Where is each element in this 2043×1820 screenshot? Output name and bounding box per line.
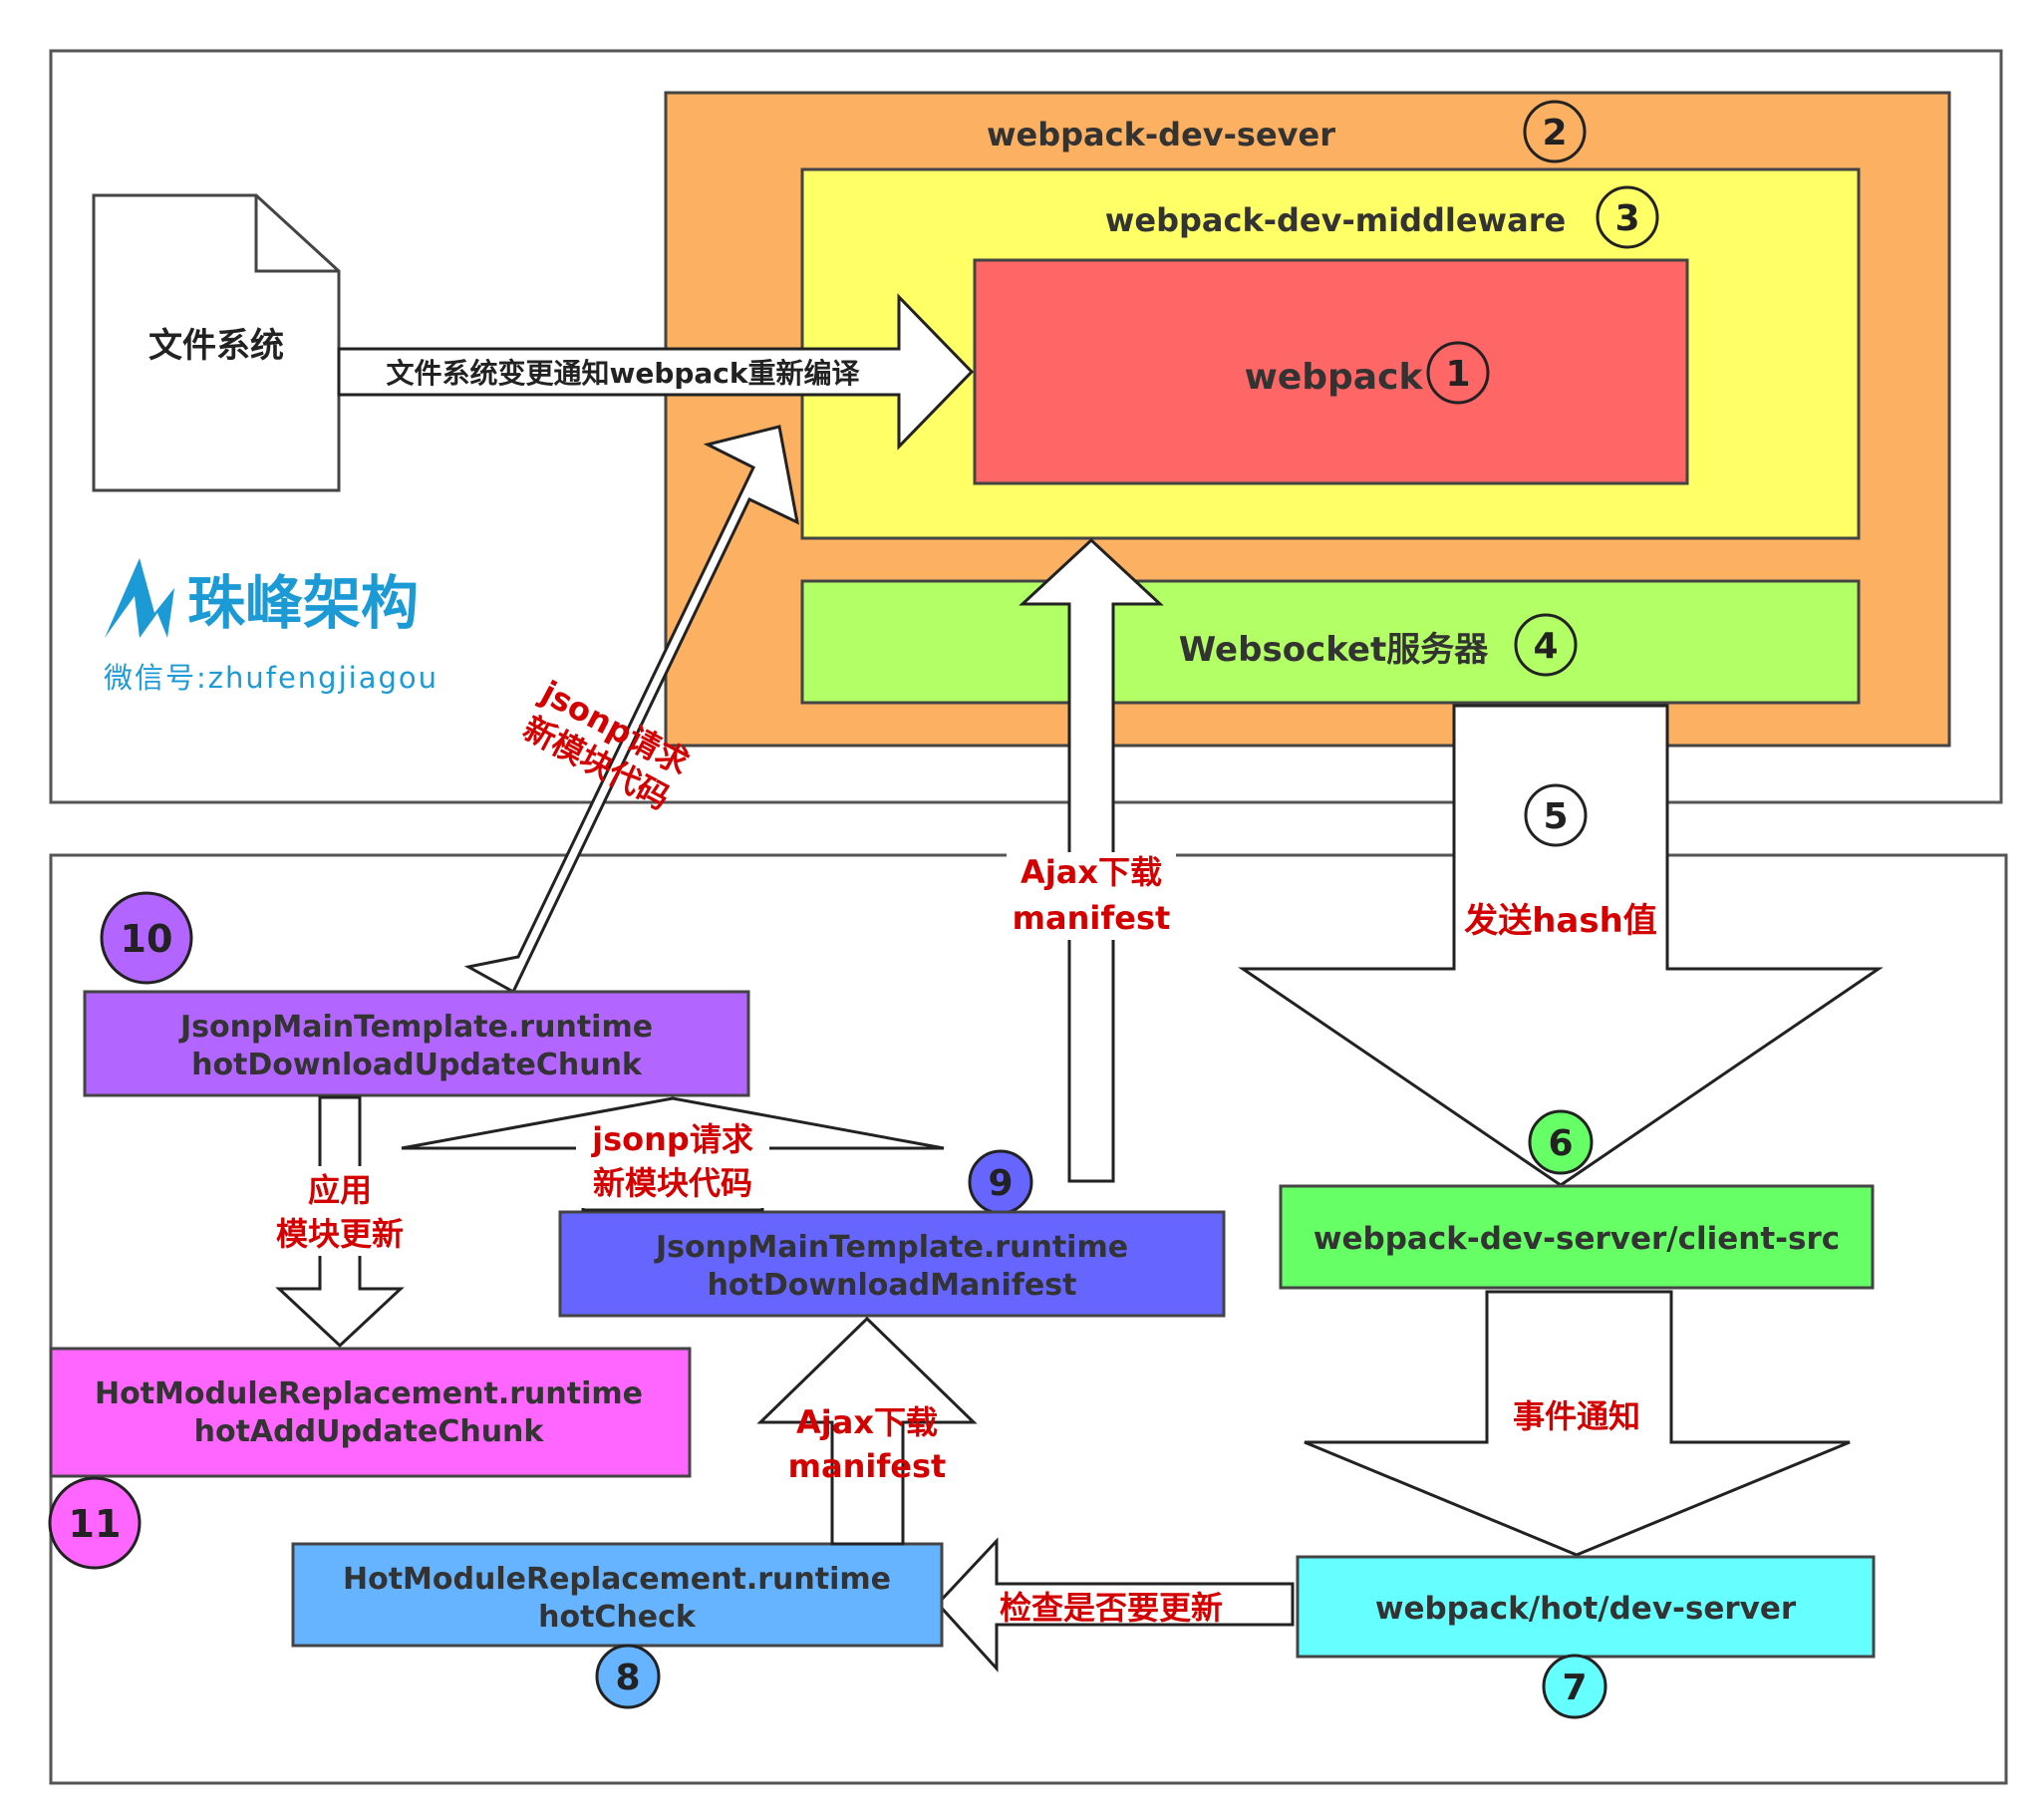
jsonp-small-label-2: 新模块代码 [593, 1164, 752, 1202]
hot-add-box [49, 1347, 692, 1478]
logo: 珠峰架构 微信号:zhufengjiagou [104, 558, 438, 695]
step-2-number: 2 [1542, 113, 1567, 153]
send-hash-arrow [1238, 704, 1884, 1187]
step-5-badge [1524, 783, 1588, 847]
ajax-label-bg [1007, 852, 1176, 940]
hot-manifest-box [558, 1210, 1226, 1318]
dev-server-label: webpack-dev-sever [987, 116, 1335, 153]
hot-chunk-line2: hotDownloadUpdateChunk [191, 1048, 643, 1082]
fs-notify-arrow [337, 293, 975, 451]
hot-check-line2: hotCheck [538, 1600, 697, 1635]
step-2-badge [1523, 100, 1587, 163]
hot-check-box [291, 1542, 944, 1648]
step-8-number: 8 [615, 1658, 640, 1698]
step-4-number: 4 [1533, 626, 1558, 667]
hot-chunk-line1: JsonpMainTemplate.runtime [178, 1010, 653, 1045]
ajax-small-label-1: Ajax下载 [796, 1403, 938, 1441]
fs-notify-label: 文件系统变更通知webpack重新编译 [386, 357, 860, 390]
hot-add-line1: HotModuleReplacement.runtime [95, 1376, 643, 1411]
websocket-label: Websocket服务器 [1179, 630, 1489, 670]
step-3-badge [1596, 185, 1659, 249]
step-6-number: 6 [1548, 1123, 1573, 1164]
step-8-badge [595, 1644, 661, 1709]
check-update-arrow [935, 1537, 1295, 1672]
step-3-number: 3 [1614, 198, 1639, 239]
event-notify-arrow [1304, 1290, 1851, 1557]
apply-label-1: 应用 [308, 1171, 372, 1209]
hot-manifest-line2: hotDownloadManifest [708, 1268, 1077, 1303]
apply-label-bg [267, 1166, 413, 1256]
event-notify-label: 事件通知 [1513, 1397, 1640, 1435]
jsonp-small-label-1: jsonp请求 [590, 1120, 753, 1158]
jsonp-big-arrow [463, 425, 800, 995]
client-src-label: webpack-dev-server/client-src [1313, 1221, 1840, 1257]
step-10-badge [100, 891, 193, 985]
client-src-box [1279, 1184, 1875, 1290]
hot-chunk-box [83, 990, 750, 1097]
check-update-label: 检查是否要更新 [1000, 1589, 1223, 1627]
send-hash-label: 发送hash值 [1464, 901, 1657, 941]
logo-mountain-icon [105, 558, 174, 638]
logo-wechat: 微信号:zhufengjiagou [104, 661, 438, 695]
step-11-number: 11 [69, 1502, 122, 1546]
jsonp-small-label-bg [576, 1118, 769, 1208]
step-11-badge [48, 1476, 142, 1570]
step-10-number: 10 [121, 917, 173, 961]
apply-label-2: 模块更新 [276, 1215, 404, 1253]
step-7-badge [1542, 1654, 1607, 1719]
step-7-number: 7 [1562, 1668, 1587, 1708]
hot-add-line2: hotAddUpdateChunk [194, 1414, 545, 1449]
hot-dev-server-box [1296, 1555, 1876, 1659]
middleware-label: webpack-dev-middleware [1105, 201, 1566, 239]
webpack-label: webpack [1245, 357, 1424, 398]
step-9-number: 9 [988, 1163, 1013, 1204]
ajax-manifest-small-arrow [756, 1316, 978, 1546]
hot-check-line1: HotModuleReplacement.runtime [343, 1562, 891, 1597]
step-1-badge [1426, 341, 1490, 405]
ajax-big-label-1: Ajax下载 [1021, 853, 1162, 891]
step-1-number: 1 [1445, 354, 1470, 395]
websocket-box [800, 579, 1861, 705]
webpack-box [973, 258, 1689, 485]
step-5-number: 5 [1543, 796, 1568, 837]
hot-manifest-line1: JsonpMainTemplate.runtime [654, 1230, 1128, 1265]
ajax-big-label-2: manifest [1013, 899, 1171, 937]
ajax-small-label-2: manifest [788, 1447, 947, 1485]
logo-name: 珠峰架构 [187, 569, 419, 637]
file-fold-corner [254, 195, 339, 273]
hot-dev-server-label: webpack/hot/dev-server [1375, 1591, 1797, 1627]
step-6-badge [1528, 1109, 1594, 1175]
step-4-badge [1514, 613, 1578, 677]
file-system-label: 文件系统 [148, 326, 284, 366]
